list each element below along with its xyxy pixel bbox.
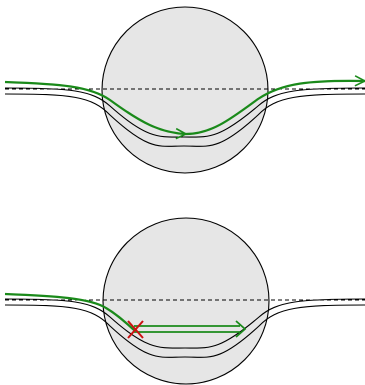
top-panel	[4, 6, 365, 174]
top-path-out	[185, 81, 365, 136]
bottom-outer-curve	[4, 304, 365, 358]
top-outer-curve	[4, 93, 365, 147]
bottom-path-in	[4, 292, 135, 331]
bottom-inner-curve	[4, 298, 365, 349]
bottom-panel	[4, 217, 365, 385]
top-circle	[101, 6, 269, 174]
top-path-in	[4, 80, 186, 134]
bottom-double-arrow	[134, 320, 247, 338]
bottom-circle	[102, 217, 270, 385]
blocked-cross-icon	[127, 320, 144, 339]
